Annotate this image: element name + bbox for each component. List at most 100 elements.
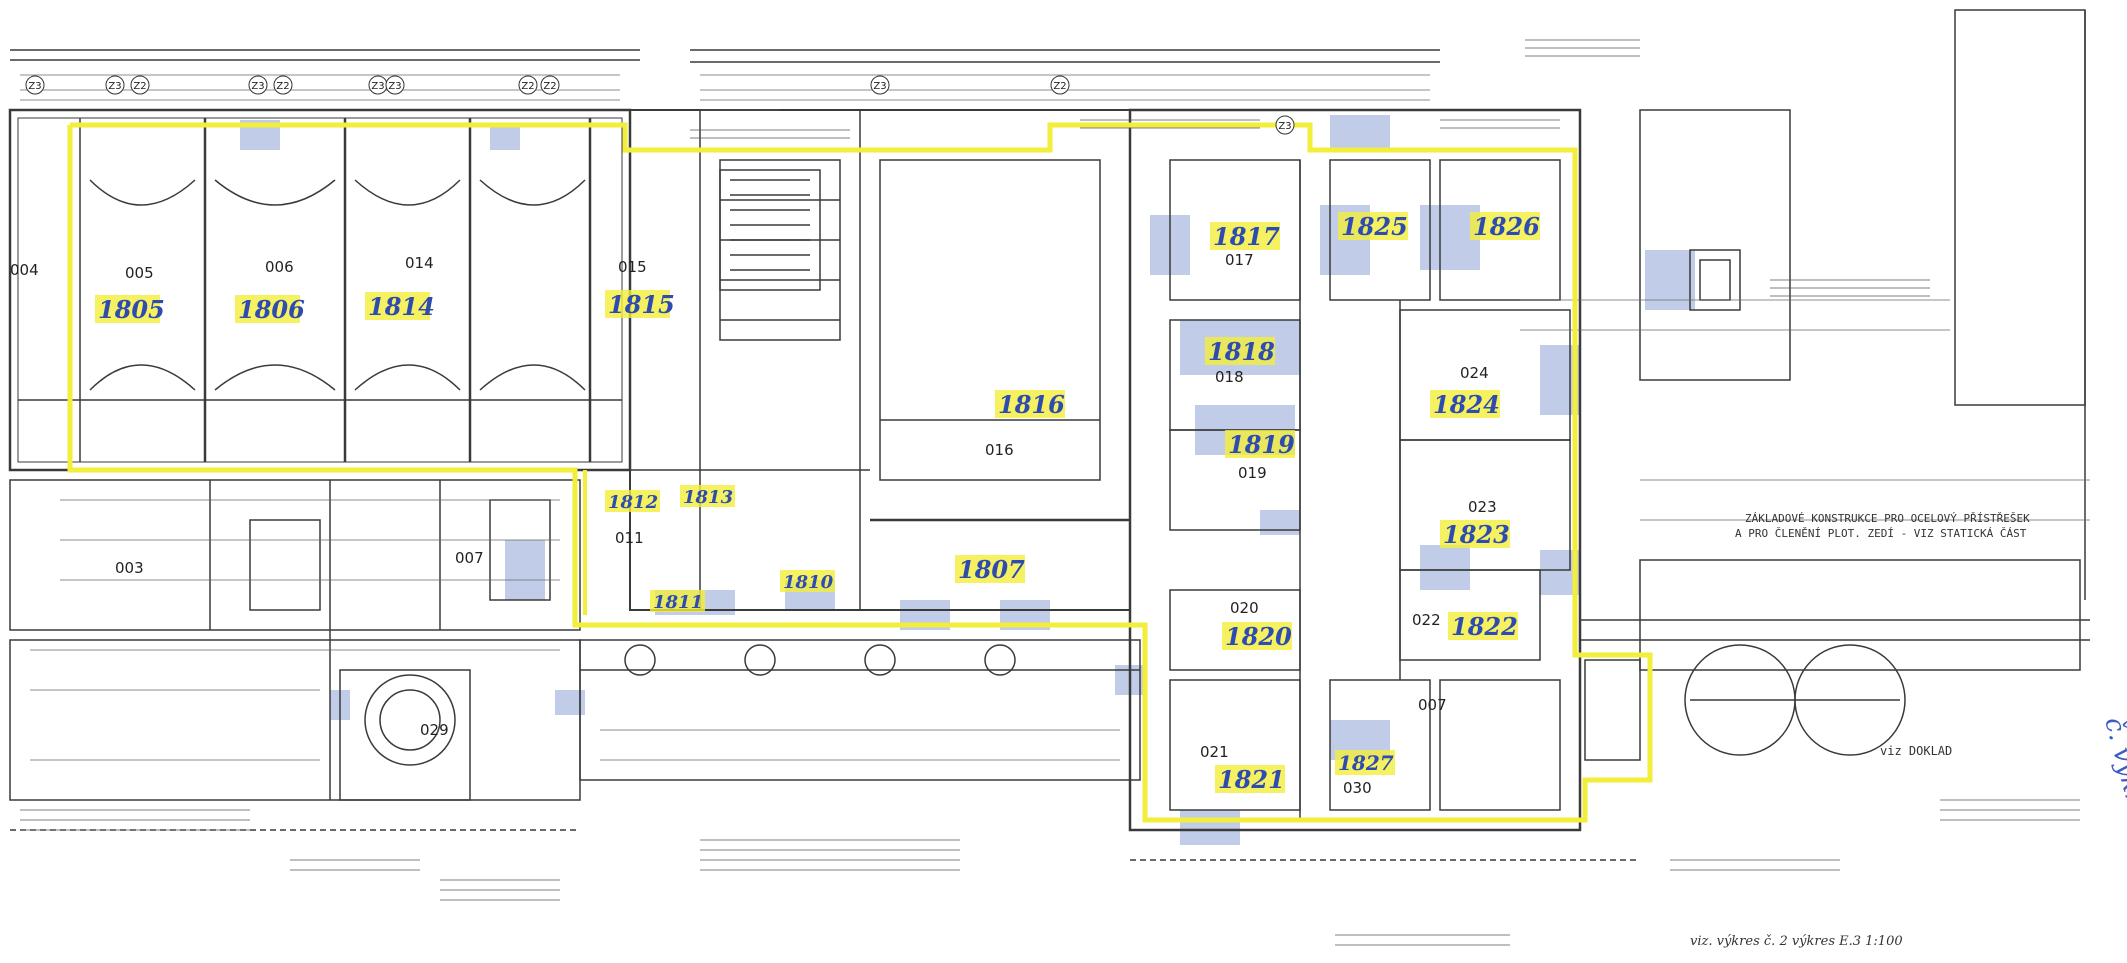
svg-text:1815: 1815 (608, 290, 675, 319)
handwritten-id: 1823 (1440, 520, 1510, 549)
svg-text:Z3: Z3 (371, 81, 384, 92)
svg-text:1813: 1813 (683, 487, 733, 508)
room-number: 022 (1412, 611, 1441, 629)
svg-text:Z3: Z3 (388, 81, 401, 92)
svg-text:1826: 1826 (1473, 212, 1540, 241)
svg-text:Z3: Z3 (873, 81, 886, 92)
room-numbers: 004 005 006 014 015 017 018 019 020 021 … (10, 251, 1497, 797)
handwritten-id: 1805 (95, 295, 165, 324)
svg-text:1814: 1814 (368, 292, 435, 321)
handwritten-id: 1811 (650, 590, 705, 613)
axis-markers: Z3 Z3 Z2 Z3 Z2 Z3 Z3 Z2 Z2 Z3 Z2 Z3 (25, 75, 1295, 135)
handwritten-id: 1812 (605, 490, 660, 513)
svg-text:1818: 1818 (1208, 337, 1275, 366)
axis-marker: Z2 (130, 75, 150, 95)
svg-text:1819: 1819 (1228, 430, 1295, 459)
room-number: 030 (1343, 779, 1372, 797)
room-number: 024 (1460, 364, 1489, 382)
room-number: 021 (1200, 743, 1229, 761)
room-number: 011 (615, 529, 644, 547)
yellow-highlight-outline (67, 122, 1653, 823)
svg-text:Z3: Z3 (108, 81, 121, 92)
room-number: 016 (985, 441, 1014, 459)
room-number: 006 (265, 258, 294, 276)
border-note: viz DOKLAD (1880, 744, 1952, 758)
svg-text:Z3: Z3 (1278, 121, 1291, 132)
svg-text:1811: 1811 (653, 592, 703, 613)
svg-text:1810: 1810 (783, 572, 834, 593)
svg-text:1817: 1817 (1213, 222, 1280, 251)
axis-marker: Z2 (1050, 75, 1070, 95)
axis-marker: Z3 (385, 75, 405, 95)
svg-text:Z2: Z2 (543, 81, 556, 92)
foundation-note-line1: ZÁKLADOVÉ KONSTRUKCE PRO OCELOVÝ PŘÍSTŘE… (1745, 512, 2030, 525)
axis-marker: Z2 (518, 75, 538, 95)
svg-text:1823: 1823 (1443, 520, 1510, 549)
handwritten-id: 1816 (995, 390, 1065, 419)
svg-text:1822: 1822 (1451, 612, 1518, 641)
svg-text:1816: 1816 (998, 390, 1065, 419)
axis-marker: Z3 (25, 75, 45, 95)
handwritten-id: 1806 (235, 295, 305, 324)
room-number: 019 (1238, 464, 1267, 482)
axis-marker: Z3 (870, 75, 890, 95)
svg-text:1806: 1806 (238, 295, 305, 324)
handwritten-id: 1815 (605, 290, 675, 319)
svg-text:1821: 1821 (1218, 765, 1285, 794)
handwritten-id: 1819 (1225, 430, 1295, 459)
room-number: 003 (115, 559, 144, 577)
room-number: 018 (1215, 368, 1244, 386)
svg-text:Z3: Z3 (251, 81, 264, 92)
handwritten-id: 1827 (1335, 750, 1395, 775)
room-number: 017 (1225, 251, 1254, 269)
axis-marker: Z3 (248, 75, 268, 95)
svg-text:1820: 1820 (1225, 622, 1292, 651)
svg-text:Z2: Z2 (276, 81, 289, 92)
room-number: 005 (125, 264, 154, 282)
axis-marker: Z2 (273, 75, 293, 95)
axis-marker: Z3 (105, 75, 125, 95)
handwritten-id: 1825 (1338, 212, 1408, 241)
handwritten-id: 1817 (1210, 222, 1280, 251)
room-number: 004 (10, 261, 39, 279)
handwritten-id: 1807 (955, 555, 1025, 584)
handwritten-id: 1814 (365, 292, 435, 321)
handwritten-id: 1824 (1430, 390, 1500, 419)
handwritten-id: 1810 (780, 570, 835, 593)
axis-marker: Z3 (368, 75, 388, 95)
handwritten-id: 1820 (1222, 622, 1292, 651)
svg-text:Z3: Z3 (28, 81, 41, 92)
handwritten-id: 1821 (1215, 765, 1285, 794)
room-number: 029 (420, 721, 449, 739)
handwritten-id: 1826 (1470, 212, 1540, 241)
handwritten-id: 1822 (1448, 612, 1518, 641)
axis-marker: Z3 (1275, 115, 1295, 135)
note-blocks (20, 39, 2080, 946)
axis-marker: Z2 (540, 75, 560, 95)
room-number: 007 (455, 549, 484, 567)
svg-text:1805: 1805 (98, 295, 165, 324)
svg-text:1824: 1824 (1433, 390, 1500, 419)
foundation-note-line2: A PRO ČLENĚNÍ PLOT. ZEDÍ - VIZ STATICKÁ … (1735, 527, 2027, 540)
detail-linework (20, 74, 2090, 761)
room-number: 023 (1468, 498, 1497, 516)
handwritten-room-ids: 1805 1806 1814 1815 1816 1817 1818 1819 … (95, 212, 1540, 794)
svg-text:Z2: Z2 (133, 81, 146, 92)
handwritten-id: 1818 (1205, 337, 1275, 366)
room-number: 020 (1230, 599, 1259, 617)
scale-note: viz. výkres č. 2 výkres E.3 1:100 (1690, 934, 1903, 949)
annotations: ZÁKLADOVÉ KONSTRUKCE PRO OCELOVÝ PŘÍSTŘE… (1690, 512, 2127, 949)
svg-text:1812: 1812 (608, 492, 658, 513)
svg-text:Z2: Z2 (1053, 81, 1066, 92)
wall-linework (8, 9, 2090, 861)
room-number: 014 (405, 254, 434, 272)
handwritten-id: 1813 (680, 485, 735, 508)
svg-text:1827: 1827 (1338, 751, 1394, 775)
room-number: 007 (1418, 696, 1447, 714)
svg-text:1825: 1825 (1341, 212, 1408, 241)
room-number: 015 (618, 258, 647, 276)
svg-text:1807: 1807 (958, 555, 1025, 584)
svg-text:Z2: Z2 (521, 81, 534, 92)
side-handwritten-note: č. výkr. 1.10 (2098, 714, 2127, 877)
